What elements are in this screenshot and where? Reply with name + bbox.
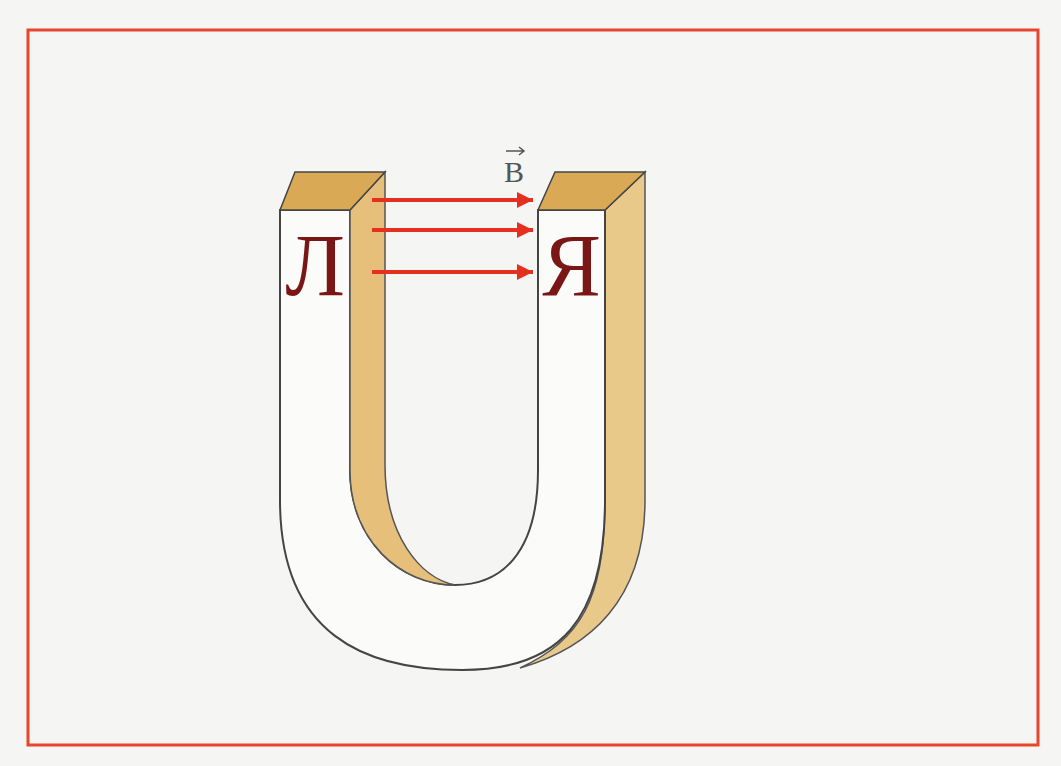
field-vector-label: B [504,157,524,187]
pole-top-face [538,172,645,210]
magnet-pole: Я [533,190,605,330]
field-line-arrow [372,270,533,274]
magnet-pole: Л [280,190,372,330]
magnet-front-face [280,210,605,670]
field-line-arrow [372,228,533,232]
frame [28,30,1038,745]
field-line-arrow [372,198,533,202]
pole-top-face [280,172,385,210]
magnet-inner-face [350,172,455,585]
pole-letter: Я [538,222,605,310]
pole-letter: Л [280,222,350,310]
vector-arrow [506,147,524,155]
